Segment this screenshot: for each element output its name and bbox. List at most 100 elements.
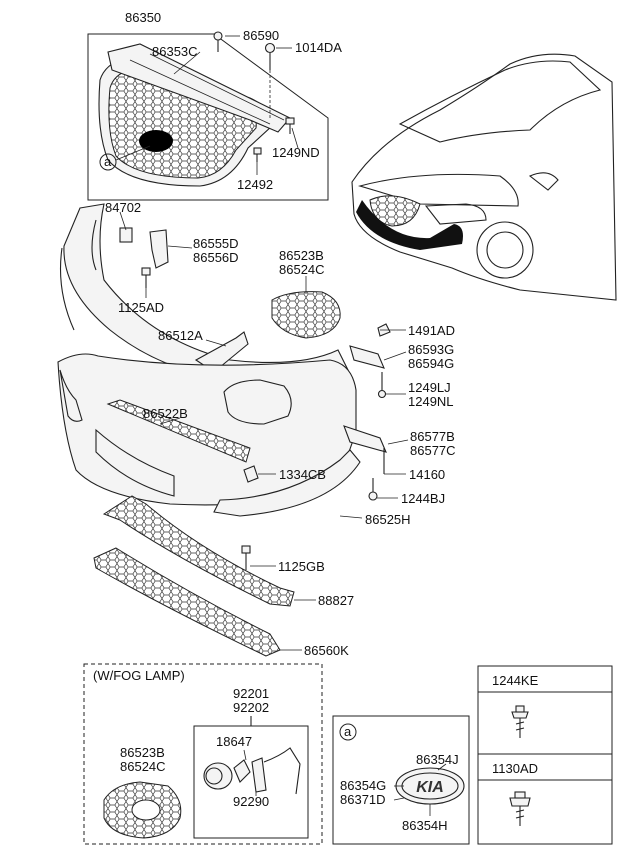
fog-lamp-option — [83, 663, 323, 845]
clip-1334cb-icon — [243, 465, 259, 483]
screw-1014da-icon — [264, 42, 276, 70]
part-84702-icon — [119, 227, 133, 243]
label-86525h: 86525H — [365, 512, 411, 527]
wiring-clip-icon — [263, 747, 301, 795]
label-14160: 14160 — [409, 467, 445, 482]
grille-assembly-frame — [87, 33, 329, 201]
label-1244ke: 1244KE — [492, 673, 539, 688]
bulb-socket-icon — [233, 759, 251, 783]
label-86353c: 86353C — [152, 44, 198, 59]
label-86524c-fog: 86524C — [120, 759, 166, 774]
screw-1249nd-icon — [285, 117, 295, 134]
screw-1249lj-icon — [377, 372, 387, 399]
label-1244bj: 1244BJ — [401, 491, 445, 506]
side-bracket-86525h — [213, 449, 361, 517]
label-86523b-fog: 86523B — [120, 745, 165, 760]
screw-1130ad-icon — [509, 791, 531, 826]
bumper-upper-assembly — [60, 203, 349, 385]
label-86577c: 86577C — [410, 443, 456, 458]
label-86593g: 86593G — [408, 342, 454, 357]
screw-1244bj-icon — [368, 478, 378, 501]
label-84702: 84702 — [105, 200, 141, 215]
fog-cover-opening — [131, 799, 161, 821]
fog-lamp-dashed-frame — [83, 663, 323, 845]
label-86371d: 86371D — [340, 792, 386, 807]
screw-table-frame — [477, 665, 613, 845]
emblem-detail-frame — [332, 715, 470, 845]
label-86354h: 86354H — [402, 818, 448, 833]
leader-86512a — [205, 339, 227, 347]
leader-86353c — [173, 51, 201, 75]
label-1249nd: 1249ND — [272, 145, 320, 160]
label-86590: 86590 — [243, 28, 279, 43]
grille-bar-86522b — [106, 399, 251, 463]
callout-a-box — [339, 723, 357, 741]
screw-12492-icon — [253, 147, 262, 162]
label-1014da: 1014DA — [295, 40, 342, 55]
leader-86522b — [159, 417, 181, 425]
kia-emblem-lettering: KIA — [416, 779, 444, 796]
label-18647: 18647 — [216, 734, 252, 749]
fog-cover-86523b — [271, 291, 341, 339]
label-1125gb: 1125GB — [278, 559, 325, 574]
label-86523b: 86523B — [279, 248, 324, 263]
leader-a-top — [115, 145, 151, 161]
label-12492: 12492 — [237, 177, 273, 192]
leader-1249nd — [291, 127, 299, 149]
leader-86577b — [387, 439, 409, 445]
leader-86371d — [393, 797, 405, 801]
label-86555d: 86555D — [193, 236, 239, 251]
emblem-detail: KIA — [332, 715, 470, 845]
fog-lamp-92201-icon — [203, 762, 233, 790]
vehicle-mirror — [528, 172, 559, 191]
bumper-main-assembly — [57, 323, 409, 519]
label-a-box: a — [344, 724, 352, 739]
bracket-92290-icon — [251, 757, 267, 793]
leader-86354j — [437, 763, 447, 771]
radiator-grille-assembly — [87, 31, 329, 201]
screw-1244ke-icon — [511, 705, 529, 738]
screw-1125ad-icon — [141, 267, 151, 288]
label-1334cb: 1334CB — [279, 467, 326, 482]
label-86594g: 86594G — [408, 356, 454, 371]
fog-lamp-lens — [205, 767, 223, 785]
vehicle-hood-line — [357, 173, 519, 207]
bumper-fog-opening — [223, 379, 292, 425]
label-1249lj: 1249LJ — [408, 380, 451, 395]
bracket-86577b-icon — [343, 425, 387, 453]
label-1125ad: 1125AD — [118, 300, 164, 315]
label-a-top: a — [104, 154, 112, 169]
vehicle-windshield — [398, 60, 602, 143]
grille-emblem-spot — [139, 130, 173, 152]
label-92201: 92201 — [233, 686, 269, 701]
bumper-side-clip — [59, 369, 83, 422]
leader-86525h — [339, 515, 363, 519]
label-86522b: 86522B — [143, 406, 188, 421]
label-86577b: 86577B — [410, 429, 455, 444]
vehicle-headlamp — [424, 203, 487, 225]
label-88827: 88827 — [318, 593, 354, 608]
leader-84702 — [119, 211, 127, 231]
label-86524c: 86524C — [279, 262, 325, 277]
bumper-side-edge — [60, 247, 75, 331]
vehicle-hub — [486, 231, 524, 269]
label-86560k: 86560K — [304, 643, 349, 658]
leader-86555d — [167, 245, 193, 249]
vehicle-wheel — [476, 221, 534, 279]
screw-86590-icon — [213, 31, 223, 52]
cover-ribs — [129, 53, 285, 125]
leader-86593g — [383, 351, 407, 361]
lower-bumper-parts — [93, 495, 316, 657]
lower-deflector-86560k — [93, 547, 281, 657]
label-92290: 92290 — [233, 794, 269, 809]
callout-a-top — [99, 153, 117, 171]
label-86354j: 86354J — [416, 752, 459, 767]
label-1249nl: 1249NL — [408, 394, 454, 409]
label-1130ad: 1130AD — [492, 761, 538, 776]
vehicle-bumper-highlight — [356, 200, 463, 250]
bracket-86593g-icon — [349, 345, 385, 369]
label-86512a: 86512A — [158, 328, 203, 343]
bracket-86555d-icon — [149, 229, 169, 269]
